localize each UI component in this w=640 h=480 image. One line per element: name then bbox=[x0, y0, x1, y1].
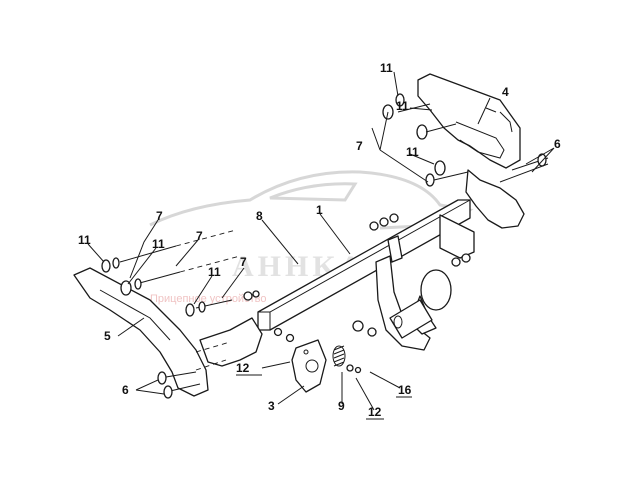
callout-3: 3 bbox=[268, 399, 275, 413]
watermark-car-window bbox=[269, 182, 358, 202]
callout-6: 9 bbox=[338, 399, 345, 413]
callout-9: 8 bbox=[256, 209, 263, 223]
callout-labels: 1 8 4 6 7 11 11 11 11 7 11 7 11 7 5 6 12… bbox=[78, 61, 561, 419]
lower-left-fasteners bbox=[157, 371, 201, 399]
callout-8-left-mid: 7 bbox=[196, 229, 203, 243]
ball-mount bbox=[375, 235, 452, 351]
right-fasteners bbox=[382, 93, 549, 187]
left-side-plate bbox=[195, 317, 263, 371]
callout-11-left-mid: 11 bbox=[152, 237, 165, 251]
crossbar-nuts bbox=[243, 213, 471, 374]
callout-12-bottom: 12 bbox=[368, 405, 382, 419]
callout-8-right: 7 bbox=[356, 139, 363, 153]
callout-4: 4 bbox=[502, 85, 509, 99]
callout-7-left: 6 bbox=[122, 383, 129, 397]
callout-11-left-low: 11 bbox=[208, 265, 221, 279]
socket-plate bbox=[291, 339, 327, 393]
callout-5: 5 bbox=[104, 329, 111, 343]
leader-lines bbox=[87, 71, 555, 411]
callout-11-top: 11 bbox=[380, 61, 393, 75]
callout-12-left: 12 bbox=[236, 361, 250, 375]
left-fasteners bbox=[101, 229, 241, 317]
spring bbox=[332, 345, 346, 367]
callout-16: 16 bbox=[398, 383, 412, 397]
callout-underlines bbox=[236, 374, 412, 420]
callout-8-left-top: 7 bbox=[156, 209, 163, 223]
hitch-ball bbox=[420, 269, 452, 311]
right-side-plate bbox=[465, 169, 525, 229]
left-side-arm bbox=[73, 267, 209, 397]
callout-11-left: 11 bbox=[78, 233, 91, 247]
callout-7-right: 6 bbox=[554, 137, 561, 151]
callout-11-mid: 11 bbox=[396, 99, 409, 113]
watermark-tagline: Прицепное устройство bbox=[150, 293, 266, 305]
callout-11-right: 11 bbox=[406, 145, 419, 159]
callout-1: 1 bbox=[316, 203, 323, 217]
callout-8-left-low: 7 bbox=[240, 255, 247, 269]
